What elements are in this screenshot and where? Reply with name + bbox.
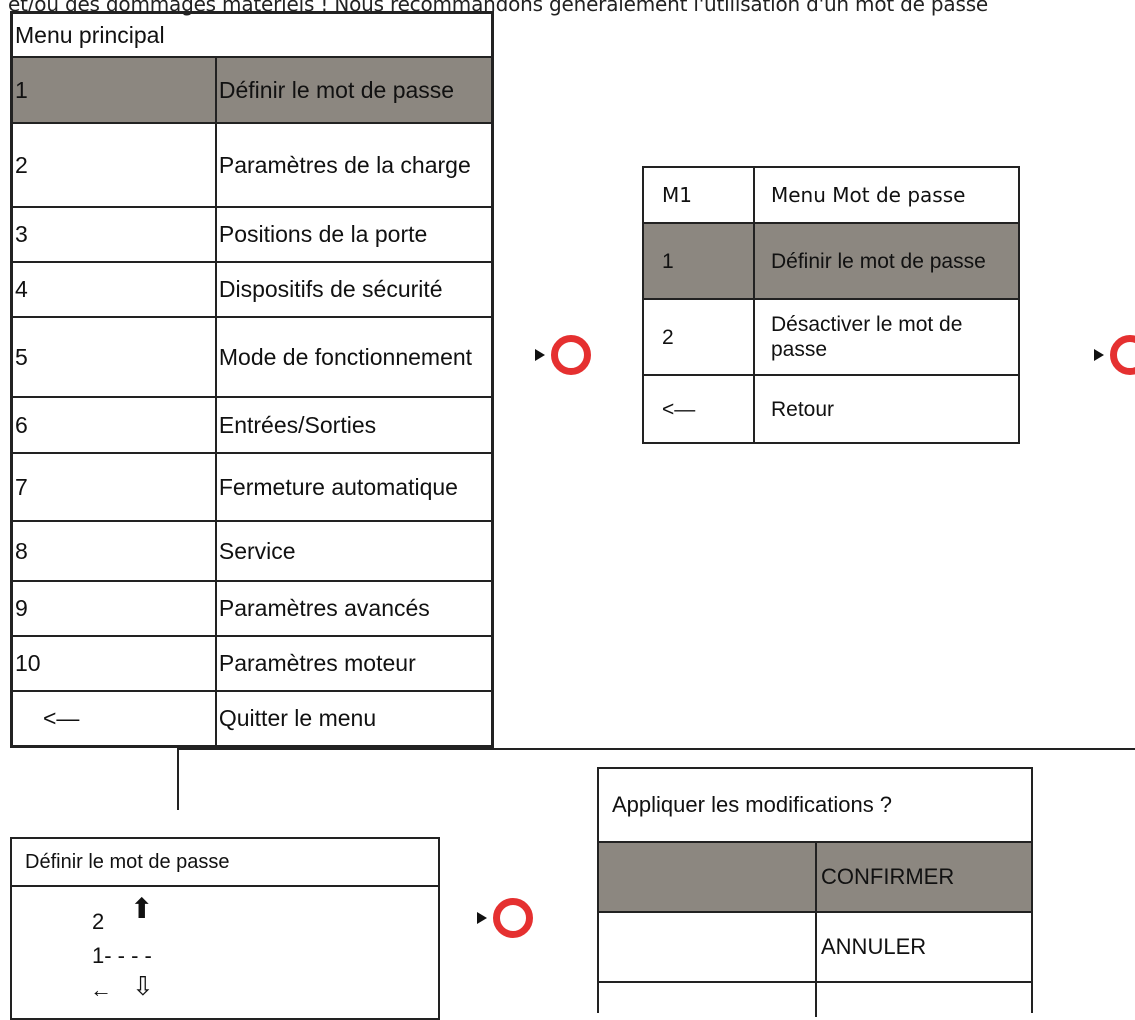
cancel-option[interactable]: ANNULER [599,913,1031,983]
define-password-title: Définir le mot de passe [12,839,438,887]
next-step-marker [535,335,591,375]
option-spacer [599,983,817,1017]
menu-item-label: Mode de fonctionnement [214,316,494,398]
password-menu-item[interactable]: 1 Définir le mot de passe [642,222,1020,300]
password-menu-item[interactable]: <— Retour [642,374,1020,444]
main-menu-item[interactable]: 5 Mode de fonctionnement [10,316,494,398]
menu-item-label: Positions de la porte [214,206,494,263]
main-menu-item[interactable]: 4 Dispositifs de sécurité [10,261,494,318]
next-option-row [599,983,1031,1017]
ok-button-icon [551,335,591,375]
triangle-right-icon [1094,349,1104,361]
menu-item-label: Paramètres de la charge [214,122,494,208]
menu-item-number: 7 [10,452,217,522]
main-menu: Menu principal 1 Définir le mot de passe… [10,11,494,748]
ok-button-icon [1110,335,1135,375]
menu-item-label: Service [214,520,494,582]
menu-item-number: 10 [10,635,217,692]
cancel-label: ANNULER [821,934,927,959]
option-cell [817,983,1031,1017]
menu-item-label: Désactiver le mot de passe [753,298,1020,376]
confirm-option[interactable]: CONFIRMER [599,843,1031,913]
menu-item-number: 3 [10,206,217,263]
main-menu-item[interactable]: 10 Paramètres moteur [10,635,494,692]
menu-item-number: 8 [10,520,217,582]
menu-item-number: 6 [10,396,217,454]
main-menu-item[interactable]: <— Quitter le menu [10,690,494,747]
main-menu-item[interactable]: 3 Positions de la porte [10,206,494,263]
connector-line [177,748,1135,750]
password-menu: M1 Menu Mot de passe 1 Définir le mot de… [642,166,1020,444]
menu-item-label: Dispositifs de sécurité [214,261,494,318]
arrow-down-outline-icon[interactable]: ⇩ [132,971,154,1001]
triangle-right-icon [477,912,487,924]
main-menu-title: Menu principal [10,11,494,58]
menu-item-number: <— [642,374,755,444]
triangle-right-icon [535,349,545,361]
define-password-screen: Définir le mot de passe 2 ⬆ 1- - - - ← ⇩ [10,837,440,1020]
main-menu-title-row: Menu principal [10,11,494,58]
menu-item-label: Définir le mot de passe [753,222,1020,300]
menu-item-number: <— [10,690,217,747]
menu-item-label: Paramètres moteur [214,635,494,692]
password-menu-title-row: M1 Menu Mot de passe [642,166,1020,224]
menu-item-number: 1 [642,222,755,300]
menu-item-label: Retour [753,374,1020,444]
main-menu-item[interactable]: 1 Définir le mot de passe [10,56,494,124]
next-step-marker [477,898,533,938]
define-password-body: 2 ⬆ 1- - - - ← ⇩ [12,887,438,1018]
password-menu-code: M1 [642,166,755,224]
arrow-up-icon[interactable]: ⬆ [130,893,154,924]
menu-item-label: Fermeture automatique [214,452,494,522]
connector-line [177,748,179,810]
menu-item-label: Définir le mot de passe [214,56,494,124]
menu-item-label: Quitter le menu [214,690,494,747]
menu-item-number: 4 [10,261,217,318]
menu-item-number: 1 [10,56,217,124]
apply-changes-dialog: Appliquer les modifications ? CONFIRMER … [597,767,1033,1017]
apply-question: Appliquer les modifications ? [599,769,1031,843]
back-arrow-icon[interactable]: ← [90,977,112,1002]
password-menu-item[interactable]: 2 Désactiver le mot de passe [642,298,1020,376]
password-menu-title: Menu Mot de passe [753,166,1020,224]
menu-item-number: 5 [10,316,217,398]
main-menu-item[interactable]: 6 Entrées/Sorties [10,396,494,454]
menu-item-number: 2 [642,298,755,376]
menu-item-label: Paramètres avancés [214,580,494,637]
menu-item-label: Entrées/Sorties [214,396,494,454]
ok-button-icon [493,898,533,938]
main-menu-item[interactable]: 9 Paramètres avancés [10,580,494,637]
password-entry: 1- - - - [92,943,152,968]
password-digit: 2 [92,909,105,934]
option-spacer [599,843,817,911]
option-spacer [599,913,817,981]
menu-item-number: 9 [10,580,217,637]
main-menu-item[interactable]: 2 Paramètres de la charge [10,122,494,208]
confirm-label: CONFIRMER [821,864,955,889]
main-menu-item[interactable]: 7 Fermeture automatique [10,452,494,522]
main-menu-item[interactable]: 8 Service [10,520,494,582]
next-step-marker [1094,335,1135,375]
menu-item-number: 2 [10,122,217,208]
